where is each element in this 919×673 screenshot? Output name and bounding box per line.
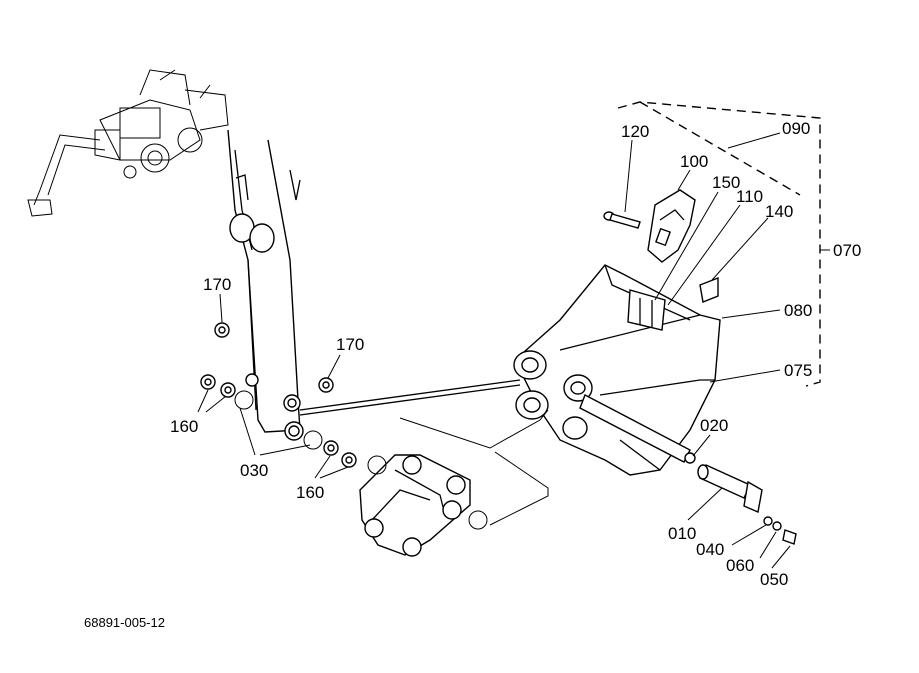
label-110: 110 [736,187,763,206]
label-050: 050 [760,570,788,589]
label-020: 020 [700,416,728,435]
label-070: 070 [833,241,861,260]
part-labels: 170 170 160 030 160 120 100 150 110 140 … [170,119,861,589]
label-170-top: 170 [203,275,231,294]
label-010: 010 [668,524,696,543]
pin-010-assembly [684,452,797,545]
kit-070-boundary [617,101,821,387]
label-160-left: 160 [170,417,198,436]
label-060: 060 [726,556,754,575]
diagram-code: 68891-005-12 [84,615,165,630]
washers-and-rings [200,322,488,530]
label-030: 030 [240,461,268,480]
label-150: 150 [712,173,740,192]
label-040: 040 [696,540,724,559]
label-160-bottom: 160 [296,483,324,502]
label-090: 090 [782,119,810,138]
label-170-right: 170 [336,335,364,354]
bucket [513,264,721,476]
bucket-link [359,454,471,557]
bucket-tooth [647,189,696,263]
label-080: 080 [784,301,812,320]
label-075: 075 [784,361,812,380]
label-100: 100 [680,152,708,171]
label-140: 140 [765,202,793,221]
backhoe-overview-illustration [27,69,229,217]
pin-140 [699,276,719,303]
bolt-120 [603,211,641,229]
label-120: 120 [621,122,649,141]
leader-lines [197,132,830,569]
boom-arm [227,129,304,441]
